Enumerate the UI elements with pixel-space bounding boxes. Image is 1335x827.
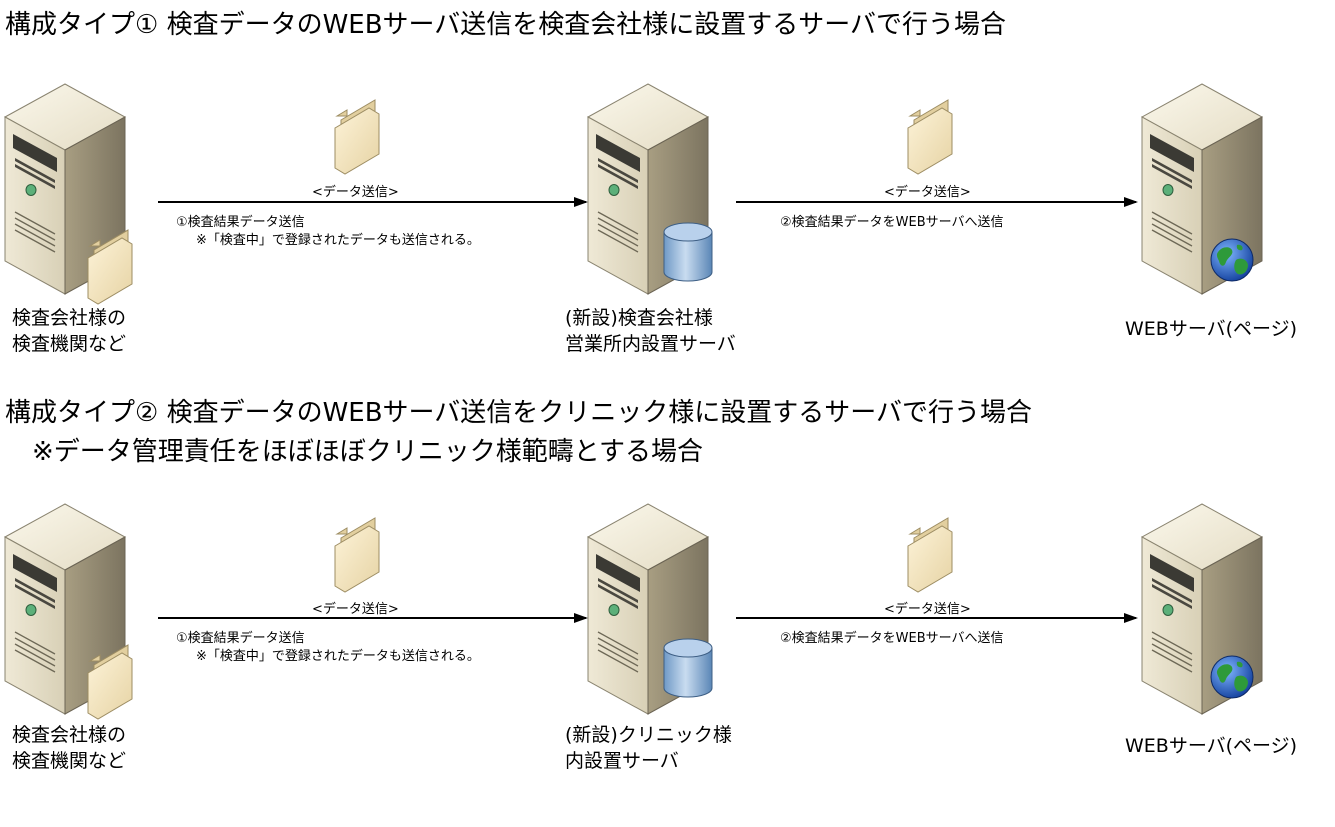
type2-arrow1-caption: <データ送信> [312, 602, 399, 617]
type2-left-folder-icon [87, 644, 133, 720]
type1-arrow1-caption: <データ送信> [312, 185, 399, 200]
type2-arrow2-caption: <データ送信> [884, 602, 971, 617]
type1-arrow1-note: ①検査結果データ送信 ※「検査中」で登録されたデータも送信される。 [176, 215, 480, 248]
type1-connections [158, 197, 1138, 207]
type2-globe-icon [1210, 655, 1254, 699]
type2-arrow2-note: ②検査結果データをWEBサーバへ送信 [780, 631, 1004, 646]
type2-connections [158, 613, 1138, 623]
type2-arrow1-folder-icon [334, 517, 380, 593]
type1-globe-icon [1210, 238, 1254, 282]
type1-arrow2-caption: <データ送信> [884, 185, 971, 200]
type2-mid-server-label: (新設)クリニック様 内設置サーバ [565, 724, 732, 772]
type2-subheading: ※データ管理責任をほぼほぼクリニック様範疇とする場合 [32, 437, 704, 467]
type1-left-server-label: 検査会社様の 検査機関など [12, 307, 127, 355]
type2-left-server-label: 検査会社様の 検査機関など [12, 724, 127, 772]
type1-heading: 構成タイプ① 検査データのWEBサーバ送信を検査会社様に設置するサーバで行う場合 [5, 10, 1007, 40]
type2-database-icon [663, 638, 713, 698]
type2-web-server-label: WEBサーバ(ページ) [1125, 735, 1298, 757]
type1-web-server-label: WEBサーバ(ページ) [1125, 318, 1298, 340]
type1-arrow1-folder-icon [334, 99, 380, 175]
type2-arrow2-folder-icon [907, 517, 953, 593]
type2-arrow1-note: ①検査結果データ送信 ※「検査中」で登録されたデータも送信される。 [176, 631, 480, 664]
type1-left-folder-icon [87, 229, 133, 305]
type2-heading: 構成タイプ② 検査データのWEBサーバ送信をクリニック様に設置するサーバで行う場… [5, 398, 1033, 428]
type1-mid-server-label: (新設)検査会社様 営業所内設置サーバ [565, 307, 736, 355]
type1-arrow2-note: ②検査結果データをWEBサーバへ送信 [780, 215, 1004, 230]
type1-database-icon [663, 222, 713, 282]
type1-arrow2-folder-icon [907, 99, 953, 175]
